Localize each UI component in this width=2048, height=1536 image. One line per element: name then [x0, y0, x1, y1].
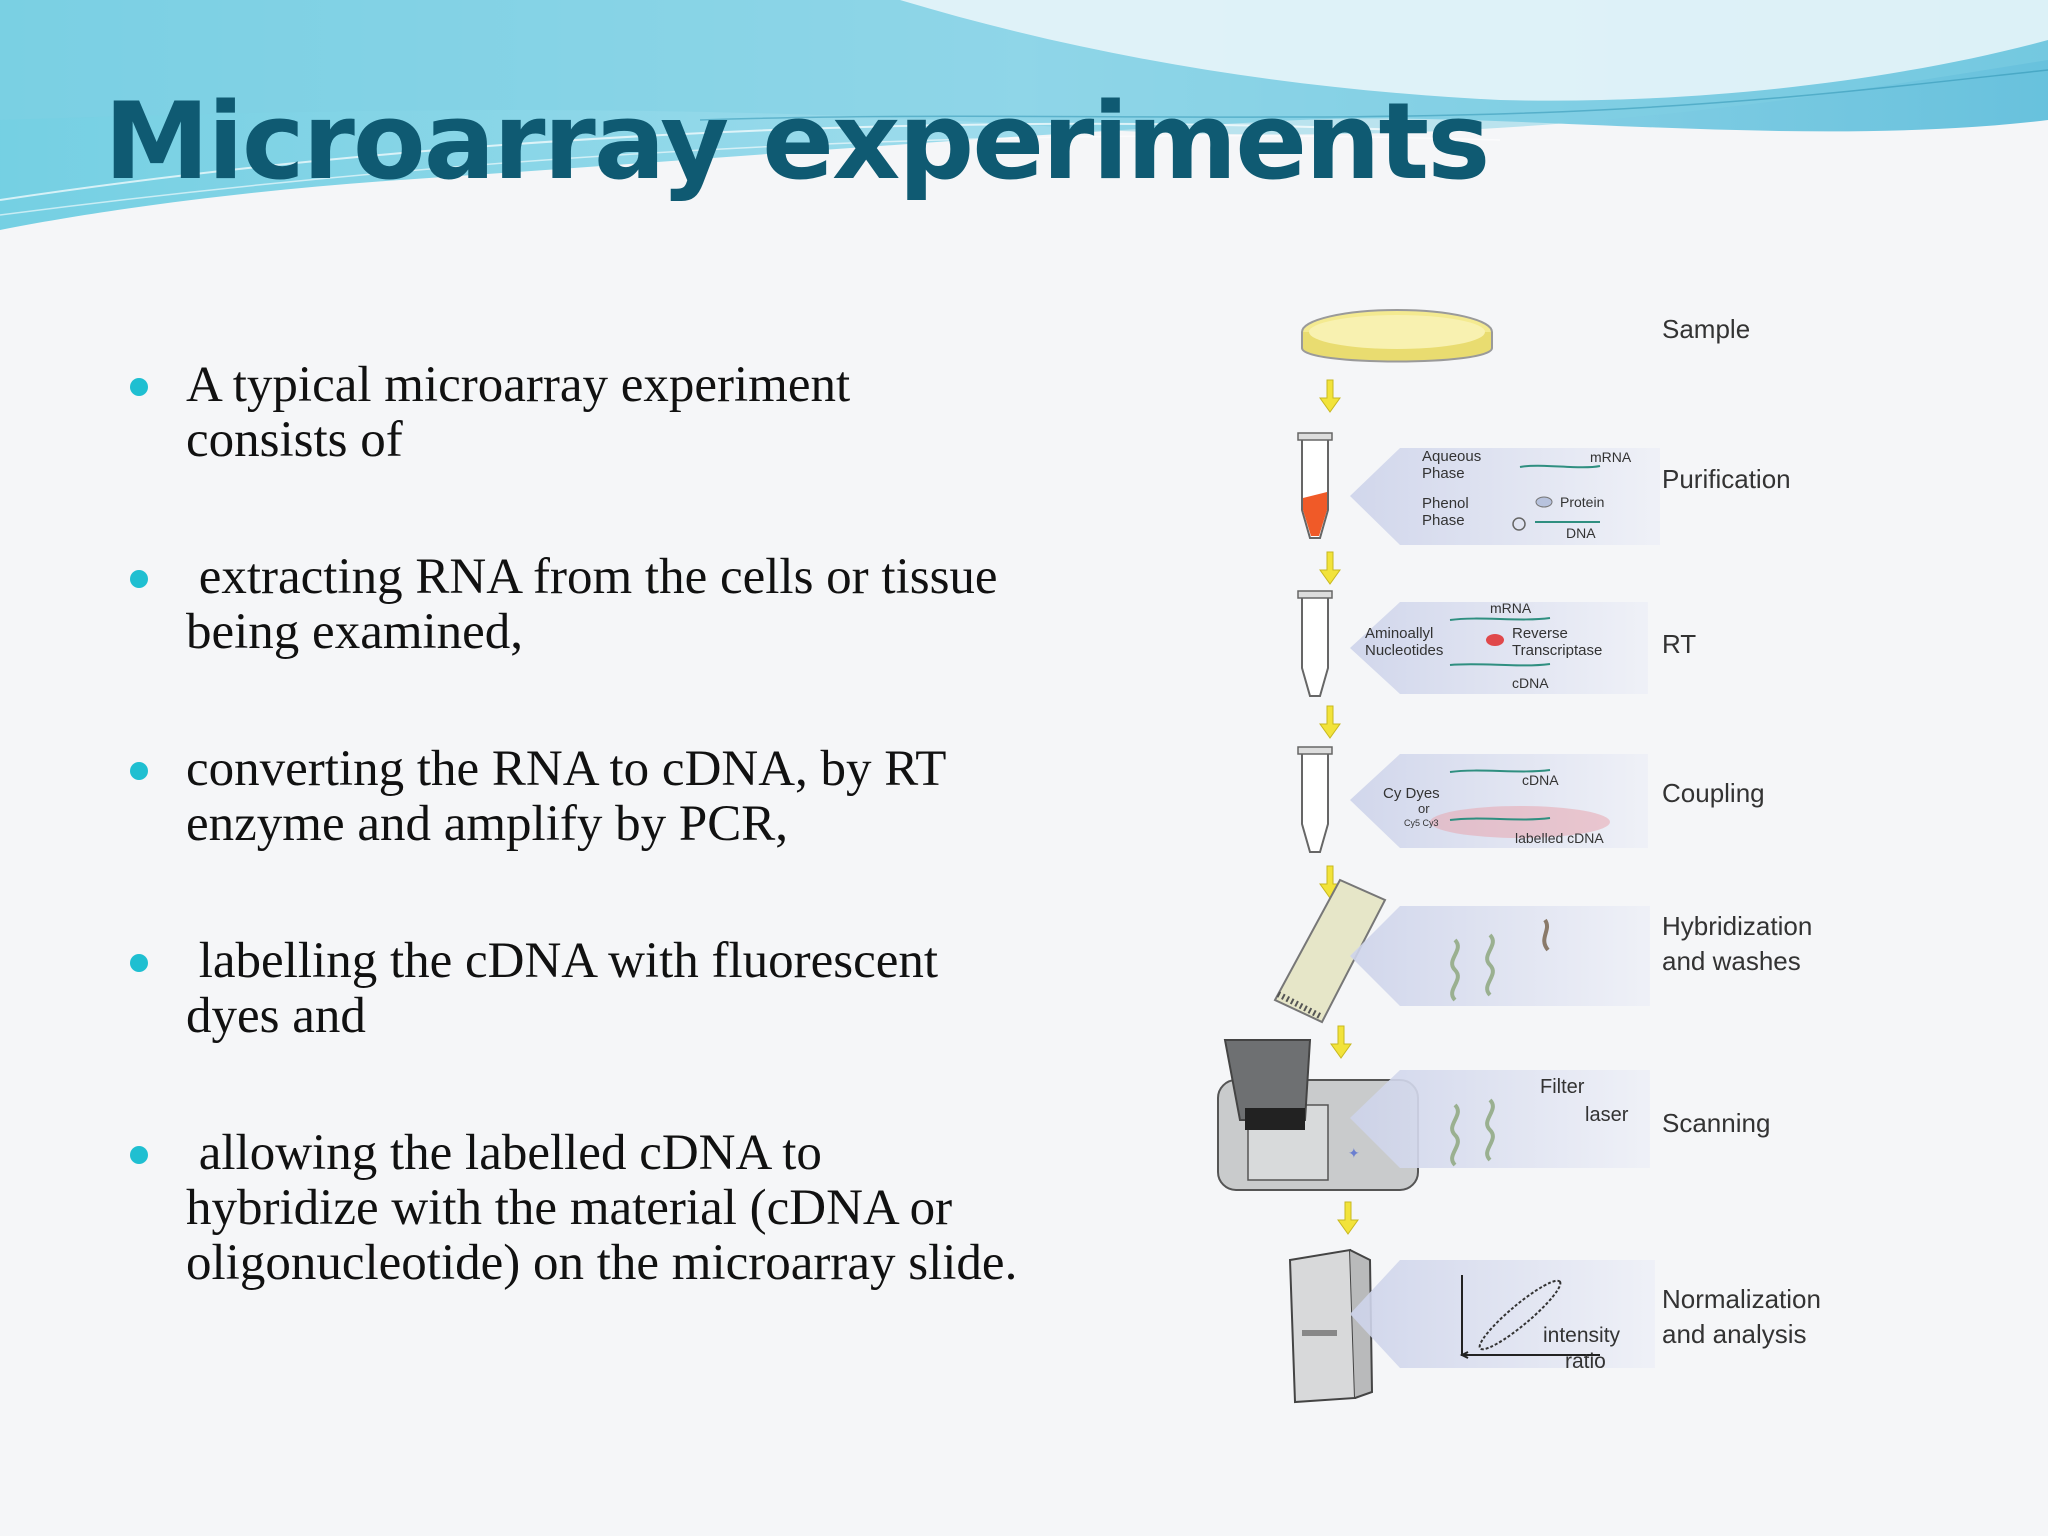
- callout-rt-mrna: mRNA: [1490, 600, 1532, 616]
- arrow-icon: [1330, 1025, 1352, 1059]
- bullet-text: extracting RNA from the cells or tissue …: [186, 549, 998, 660]
- callout-reverse: Reverse: [1512, 625, 1568, 642]
- callout-coupling-cdna: cDNA: [1522, 772, 1559, 788]
- rt-step: mRNA Aminoallyl Nucleotides Reverse Tran…: [1297, 590, 1696, 697]
- step-label-hybridization: Hybridization: [1662, 911, 1812, 941]
- arrow-icon: [1319, 551, 1341, 585]
- callout-or: or: [1418, 801, 1430, 816]
- step-label-normalization-2: and analysis: [1662, 1319, 1807, 1349]
- slide-title: Microarray experiments: [104, 80, 1490, 203]
- callout-nucleotides: Nucleotides: [1365, 642, 1443, 659]
- arrow-icon: [1337, 1201, 1359, 1235]
- bullet-text: allowing the labelled cDNA to hybridize …: [186, 1125, 1018, 1291]
- step-label-normalization: Normalization: [1662, 1284, 1821, 1314]
- step-label-sample: Sample: [1662, 314, 1750, 344]
- callout-transcriptase: Transcriptase: [1512, 642, 1602, 659]
- bullet-text: A typical microarray experiment consists…: [186, 357, 851, 468]
- callout-dna: DNA: [1566, 525, 1596, 541]
- callout-aqueous-phase-2: Phase: [1422, 465, 1465, 482]
- arrow-icon: [1319, 379, 1341, 413]
- scanning-step: ✦ Filter laser Scanning: [1217, 1039, 1770, 1191]
- callout-mrna: mRNA: [1590, 449, 1632, 465]
- step-label-rt: RT: [1662, 629, 1696, 659]
- callout-cy5cy3: Cy5 Cy3: [1404, 818, 1439, 828]
- microarray-workflow-diagram: Sample Aqueous Phase mRNA Phenol Phase P…: [1200, 270, 1960, 1430]
- callout-phenol-phase-2: Phase: [1422, 512, 1465, 529]
- bullet-dot-icon: [130, 1146, 148, 1164]
- hybridization-step: Hybridization and washes: [1273, 878, 1812, 1024]
- sample-step: Sample: [1301, 309, 1750, 363]
- step-label-hybridization-2: and washes: [1662, 946, 1801, 976]
- bullet-dot-icon: [130, 954, 148, 972]
- bullet-item: allowing the labelled cDNA to hybridize …: [130, 1126, 1130, 1291]
- step-label-coupling: Coupling: [1662, 778, 1765, 808]
- callout-ratio: ratio: [1565, 1350, 1606, 1373]
- callout-aminoallyl: Aminoallyl: [1365, 625, 1433, 642]
- bullet-text: converting the RNA to cDNA, by RT enzyme…: [186, 741, 947, 852]
- bullet-dot-icon: [130, 762, 148, 780]
- step-label-scanning: Scanning: [1662, 1108, 1770, 1138]
- callout-cy-dyes: Cy Dyes: [1383, 785, 1440, 802]
- callout-labelled-cdna: labelled cDNA: [1515, 830, 1604, 846]
- bullet-list: A typical microarray experiment consists…: [130, 358, 1130, 1373]
- callout-aqueous-phase: Aqueous: [1422, 448, 1481, 465]
- callout-laser: laser: [1585, 1104, 1629, 1126]
- callout-phenol-phase: Phenol: [1422, 495, 1469, 512]
- svg-text:✦: ✦: [1348, 1145, 1360, 1161]
- callout-filter: Filter: [1540, 1076, 1585, 1098]
- bullet-item: labelling the cDNA with fluorescent dyes…: [130, 934, 1130, 1044]
- coupling-step: cDNA Cy Dyes or Cy5 Cy3 labelled cDNA Co…: [1297, 746, 1765, 853]
- bullet-dot-icon: [130, 570, 148, 588]
- bullet-item: converting the RNA to cDNA, by RT enzyme…: [130, 742, 1130, 852]
- step-label-purification: Purification: [1662, 464, 1791, 494]
- callout-protein: Protein: [1560, 494, 1604, 510]
- arrow-icon: [1319, 705, 1341, 739]
- callout-intensity: intensity: [1543, 1324, 1621, 1347]
- bullet-text: labelling the cDNA with fluorescent dyes…: [186, 933, 939, 1044]
- bullet-item: extracting RNA from the cells or tissue …: [130, 550, 1130, 660]
- normalization-step: intensity ratio Normalization and analys…: [1288, 1248, 1821, 1404]
- purification-step: Aqueous Phase mRNA Phenol Phase Protein …: [1297, 432, 1791, 545]
- bullet-dot-icon: [130, 378, 148, 396]
- header-wave-decoration: [0, 0, 2048, 230]
- callout-rt-cdna: cDNA: [1512, 675, 1549, 691]
- bullet-item: A typical microarray experiment consists…: [130, 358, 1130, 468]
